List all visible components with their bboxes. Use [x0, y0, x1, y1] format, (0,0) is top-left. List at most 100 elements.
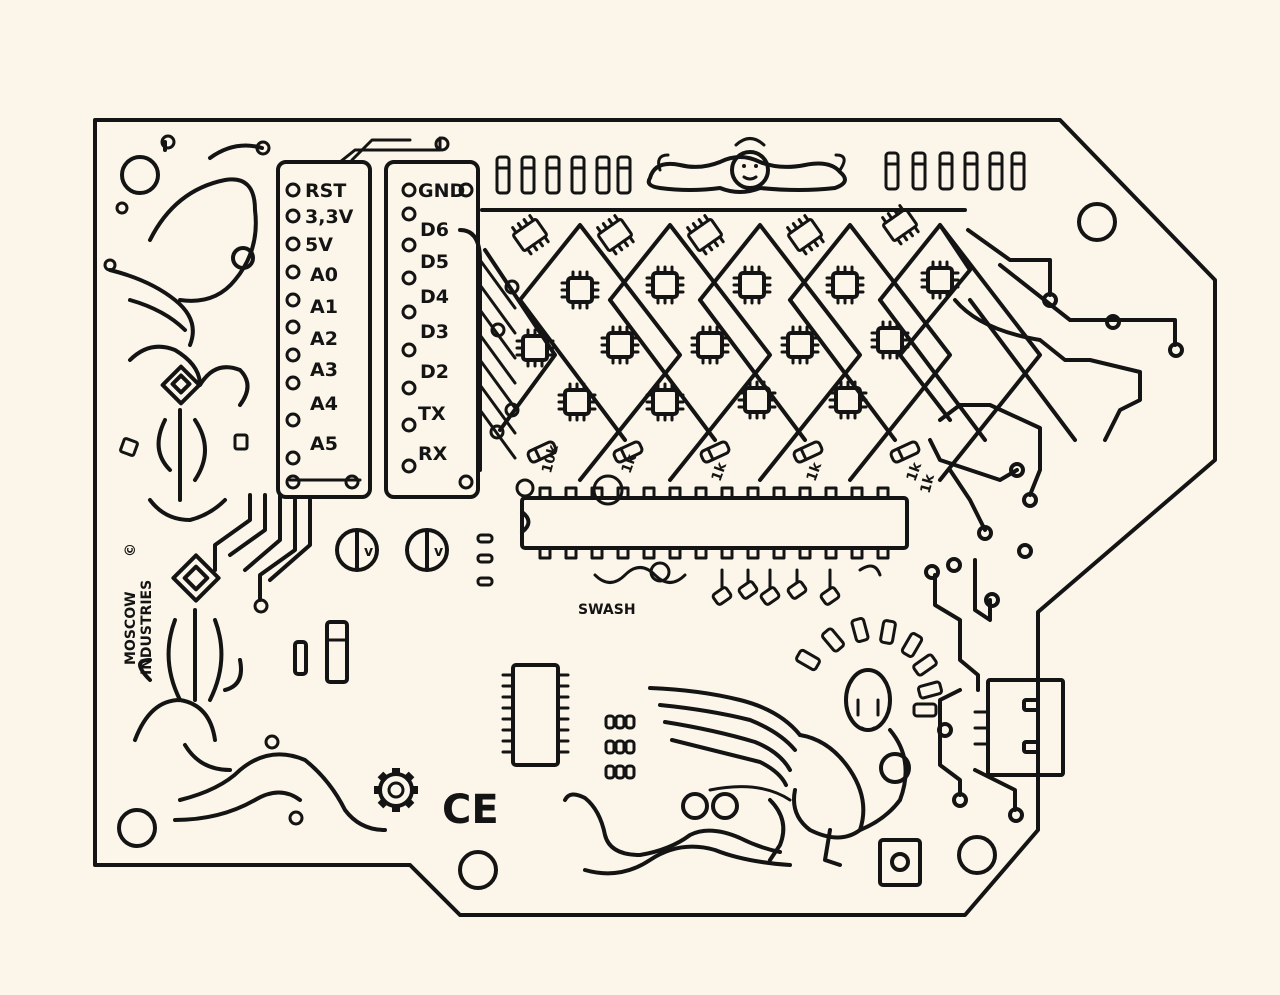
board-outline	[93, 118, 1217, 917]
diagonal-pad	[786, 580, 808, 600]
left-ornament-column	[103, 134, 387, 832]
trace-top-2	[350, 138, 412, 162]
left-header-pins	[285, 182, 360, 490]
halo-pads	[795, 616, 944, 718]
halo-pad	[821, 627, 845, 653]
led-chip	[920, 260, 960, 300]
resistor	[699, 440, 731, 464]
ic-pin	[694, 486, 708, 500]
left-pin-hole	[285, 236, 301, 252]
diamond-cross	[878, 298, 987, 442]
halo-pad	[879, 619, 897, 645]
small-pad	[604, 764, 616, 780]
trace-top	[338, 136, 442, 164]
right-pin-hole	[401, 182, 417, 198]
resistor-value-label: 1k	[709, 460, 731, 484]
corner-chip	[881, 204, 920, 246]
ic-pin	[694, 546, 708, 560]
hatch-via	[489, 424, 505, 440]
gear-tooth	[377, 771, 389, 783]
resistor	[792, 440, 824, 464]
diagonal-pad	[711, 586, 733, 606]
smd-pad	[988, 151, 1004, 191]
left-header-labels: RST 3,3V 5V A0 A1 A2 A3 A4 A5	[305, 180, 354, 455]
ic-pin	[876, 546, 890, 560]
top-smd-row-left	[495, 155, 632, 195]
pin-label-d2: D2	[420, 361, 449, 383]
led-chip	[557, 382, 597, 422]
right-pin-hole	[401, 458, 417, 474]
diagonal-pad	[759, 586, 781, 606]
ic-pin	[616, 486, 630, 500]
maker-mark: MOSCOW INDUSTRIES ©	[123, 543, 155, 675]
smd-pad	[495, 155, 511, 195]
halo-pad	[795, 648, 821, 672]
diamond-cross	[698, 298, 807, 442]
ic-pin	[876, 486, 890, 500]
led-chip	[732, 265, 772, 305]
hatch-line	[478, 408, 517, 460]
diagonal-pad	[819, 586, 841, 606]
hatch-via	[490, 322, 506, 338]
maker-mark-line-1: MOSCOW	[123, 591, 139, 665]
left-pin-hole	[285, 264, 301, 280]
open-hardware-gear-icon	[374, 768, 418, 812]
right-traces	[924, 228, 1184, 823]
right-pin-hole	[401, 342, 417, 358]
left-pin-hole	[285, 450, 301, 466]
usb-port-icon	[973, 678, 1065, 777]
right-header-pins	[401, 182, 474, 490]
pin-label-d3: D3	[420, 321, 449, 343]
pin-label-5v: 5V	[305, 234, 333, 256]
ic-pin	[538, 486, 552, 500]
smd-pad	[520, 155, 536, 195]
pin-label-3v3: 3,3V	[305, 206, 354, 228]
ic-pin	[772, 486, 786, 500]
led-chip	[870, 320, 910, 360]
resistor-value-label: 1k	[619, 452, 641, 476]
left-pin-hole	[285, 182, 301, 198]
resistor	[889, 440, 921, 464]
smd-pad	[911, 151, 927, 191]
halo-pad	[912, 702, 938, 718]
left-pin-hole	[344, 474, 360, 490]
ic-pin	[772, 546, 786, 560]
small-pad	[624, 739, 636, 755]
ic-pin	[746, 546, 760, 560]
diamond-line	[608, 223, 772, 482]
led-chip	[645, 382, 685, 422]
diamond-line	[788, 223, 952, 482]
gear-tooth	[374, 786, 382, 794]
pin-label-rst: RST	[305, 180, 346, 202]
ic-pin	[746, 486, 760, 500]
small-pad	[614, 764, 626, 780]
right-pin-hole	[458, 182, 474, 198]
small-pad	[614, 714, 626, 730]
cartouche-face-ornament	[646, 137, 847, 194]
via	[434, 136, 450, 152]
pin-label-a5: A5	[310, 433, 338, 455]
led-chip	[645, 265, 685, 305]
hatch-via	[504, 279, 520, 295]
ic-pin	[590, 546, 604, 560]
diamond-line	[518, 223, 682, 482]
diamond-line	[698, 223, 862, 482]
led-chip	[780, 325, 820, 365]
ic-pin	[668, 486, 682, 500]
corner-chip	[686, 214, 725, 256]
pin-label-a3: A3	[310, 359, 338, 381]
resistor	[612, 440, 644, 464]
smd-pad	[884, 151, 900, 191]
svg-text:v: v	[364, 544, 373, 560]
led-chip	[515, 328, 555, 368]
right-pin-hole	[401, 270, 417, 286]
left-pin-hole	[285, 292, 301, 308]
halo-pad	[850, 616, 870, 644]
small-pad	[614, 739, 626, 755]
left-pin-hole	[285, 375, 301, 391]
ic-pin	[824, 546, 838, 560]
smd-pad	[616, 155, 632, 195]
small-pad	[624, 764, 636, 780]
ic-pin	[668, 546, 682, 560]
smd-pad	[1010, 151, 1026, 191]
